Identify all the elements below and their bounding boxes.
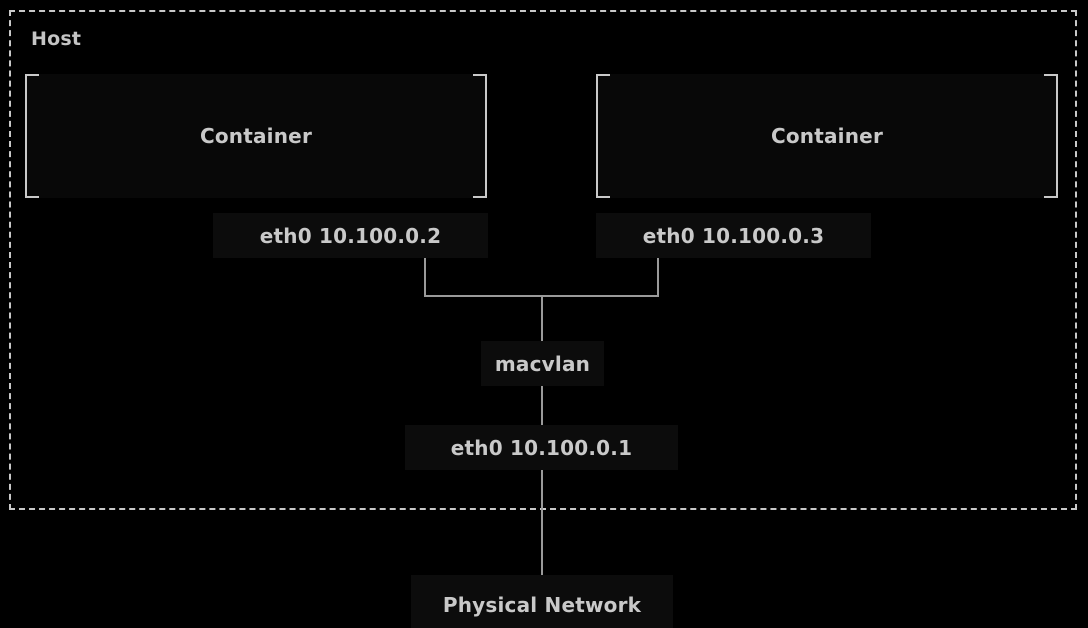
edge-junction-to-macvlan xyxy=(541,295,543,341)
physical-network-box[interactable]: Physical Network xyxy=(411,575,673,628)
interface-label: eth0 10.100.0.1 xyxy=(450,435,633,460)
bracket-left-corner xyxy=(596,74,610,198)
interface-label: eth0 10.100.0.2 xyxy=(259,223,442,248)
macvlan-label: macvlan xyxy=(494,351,591,376)
interface-box-container-left[interactable]: eth0 10.100.0.2 xyxy=(213,213,488,258)
container-box-left[interactable]: Container xyxy=(25,74,487,198)
container-label: Container xyxy=(199,124,313,148)
container-box-right[interactable]: Container xyxy=(596,74,1058,198)
bracket-left-corner xyxy=(25,74,39,198)
interface-box-host[interactable]: eth0 10.100.0.1 xyxy=(405,425,678,470)
interface-label: eth0 10.100.0.3 xyxy=(642,223,825,248)
macvlan-box[interactable]: macvlan xyxy=(481,341,604,386)
edge-macvlan-to-host-interface xyxy=(541,386,543,425)
interface-box-container-right[interactable]: eth0 10.100.0.3 xyxy=(596,213,871,258)
bracket-right-corner xyxy=(1044,74,1058,198)
edge-right-interface-drop xyxy=(657,258,659,297)
host-label: Host xyxy=(31,28,82,50)
container-label: Container xyxy=(770,124,884,148)
host-boundary xyxy=(9,10,1077,510)
edge-host-interface-to-physical-network xyxy=(541,470,543,575)
edge-left-interface-drop xyxy=(424,258,426,297)
physical-network-label: Physical Network xyxy=(442,593,642,617)
bracket-right-corner xyxy=(473,74,487,198)
